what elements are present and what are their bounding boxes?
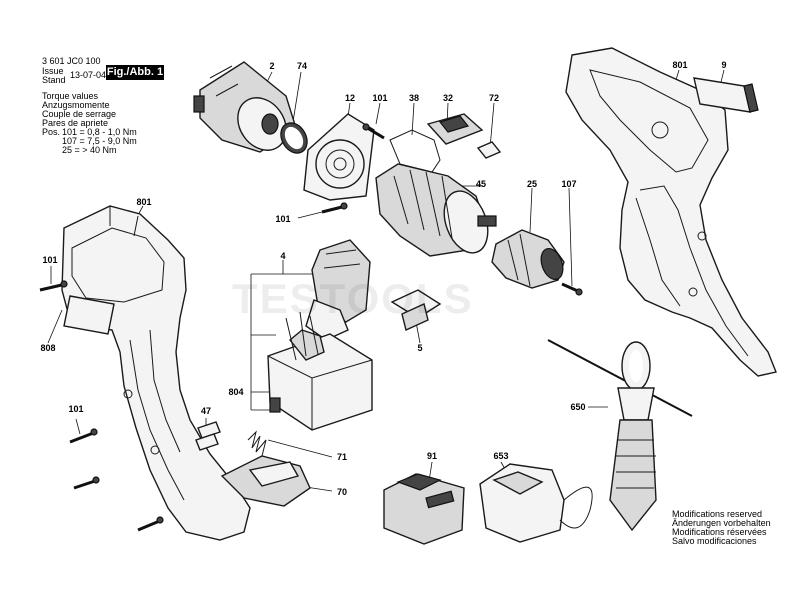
- part-number: 3 601 JC0 100: [42, 56, 101, 66]
- callout-101-bottom: 101: [68, 404, 84, 414]
- torque-line-3: Couple de serrage: [42, 109, 117, 119]
- callout-25: 25: [526, 179, 538, 189]
- torque-line-4: Pares de apriete: [42, 118, 109, 128]
- callout-4: 4: [280, 251, 286, 261]
- mod-line-1: Modifications reserved: [672, 509, 763, 519]
- issue-label: Issue: [42, 66, 64, 76]
- callout-72: 72: [488, 93, 500, 103]
- electronics-804: [267, 311, 373, 431]
- torque-line-1: Torque values: [42, 91, 99, 101]
- callout-91: 91: [426, 451, 438, 461]
- callout-101-left: 101: [42, 255, 58, 265]
- callout-74: 74: [296, 61, 308, 71]
- watermark: TESTOOLS: [232, 275, 474, 322]
- part-47: [195, 421, 221, 451]
- mod-line-2: Änderungen vorbehalten: [672, 518, 771, 528]
- mod-line-3: Modifications réservées: [672, 527, 767, 537]
- callout-9: 9: [721, 60, 727, 70]
- callout-45: 45: [475, 179, 487, 189]
- callout-801-left: 801: [136, 197, 152, 207]
- torque-pos-label: Pos.: [42, 127, 61, 137]
- gear-selector-32: [426, 113, 484, 145]
- gearbox-housing-12: [303, 113, 375, 201]
- issue-date: 13-07-04: [70, 70, 107, 80]
- stand-label: Stand: [42, 75, 66, 85]
- callout-70: 70: [336, 487, 348, 497]
- callout-653: 653: [493, 451, 509, 461]
- label-strip-9: [693, 77, 759, 113]
- callout-101-lower: 101: [275, 214, 291, 224]
- callout-101-gearbox: 101: [372, 93, 388, 103]
- switch-4: [305, 239, 371, 341]
- callout-32: 32: [442, 93, 454, 103]
- left-housing-801: [61, 205, 251, 541]
- callout-650: 650: [570, 402, 586, 412]
- screw-107: [561, 282, 583, 296]
- screw-101-c: [39, 280, 68, 292]
- callout-71: 71: [336, 452, 348, 462]
- torque-line-2: Anzugsmomente: [42, 100, 110, 110]
- screw-101-d: [69, 428, 98, 444]
- mod-line-4: Salvo modificaciones: [672, 536, 757, 546]
- motor-2: [193, 61, 297, 153]
- callout-107: 107: [561, 179, 577, 189]
- chuck-25: [491, 229, 565, 289]
- clip-72: [476, 141, 502, 159]
- callout-808: 808: [40, 343, 56, 353]
- rear-housing-801: [565, 47, 777, 377]
- screw-101-b: [321, 202, 348, 214]
- torque-row-1: 101 = 0,8 - 1,0 Nm: [62, 127, 137, 137]
- figure-label: Fig./Abb. 1: [106, 65, 164, 80]
- direction-switch-5: [390, 289, 442, 331]
- gearbox-45: [375, 163, 497, 257]
- spring-71: [247, 430, 267, 457]
- foil-808: [63, 295, 115, 335]
- battery-91: [383, 473, 465, 545]
- aux-handle-650: [547, 339, 693, 532]
- screw-101-e: [73, 476, 100, 490]
- trigger-slide-70: [220, 455, 311, 507]
- torque-row-3: 25 = > 40 Nm: [62, 145, 117, 155]
- callout-5: 5: [417, 343, 423, 353]
- callout-47: 47: [200, 406, 212, 416]
- callout-2: 2: [269, 61, 275, 71]
- torque-row-2: 107 = 7,5 - 9,0 Nm: [62, 136, 137, 146]
- charger-653: [479, 463, 593, 543]
- screw-101-f: [137, 516, 164, 532]
- o-ring-74: [280, 122, 308, 154]
- callout-12: 12: [344, 93, 356, 103]
- screw-101-a: [362, 123, 385, 140]
- callout-804: 804: [228, 387, 244, 397]
- callout-38: 38: [408, 93, 420, 103]
- callout-801-right: 801: [672, 60, 688, 70]
